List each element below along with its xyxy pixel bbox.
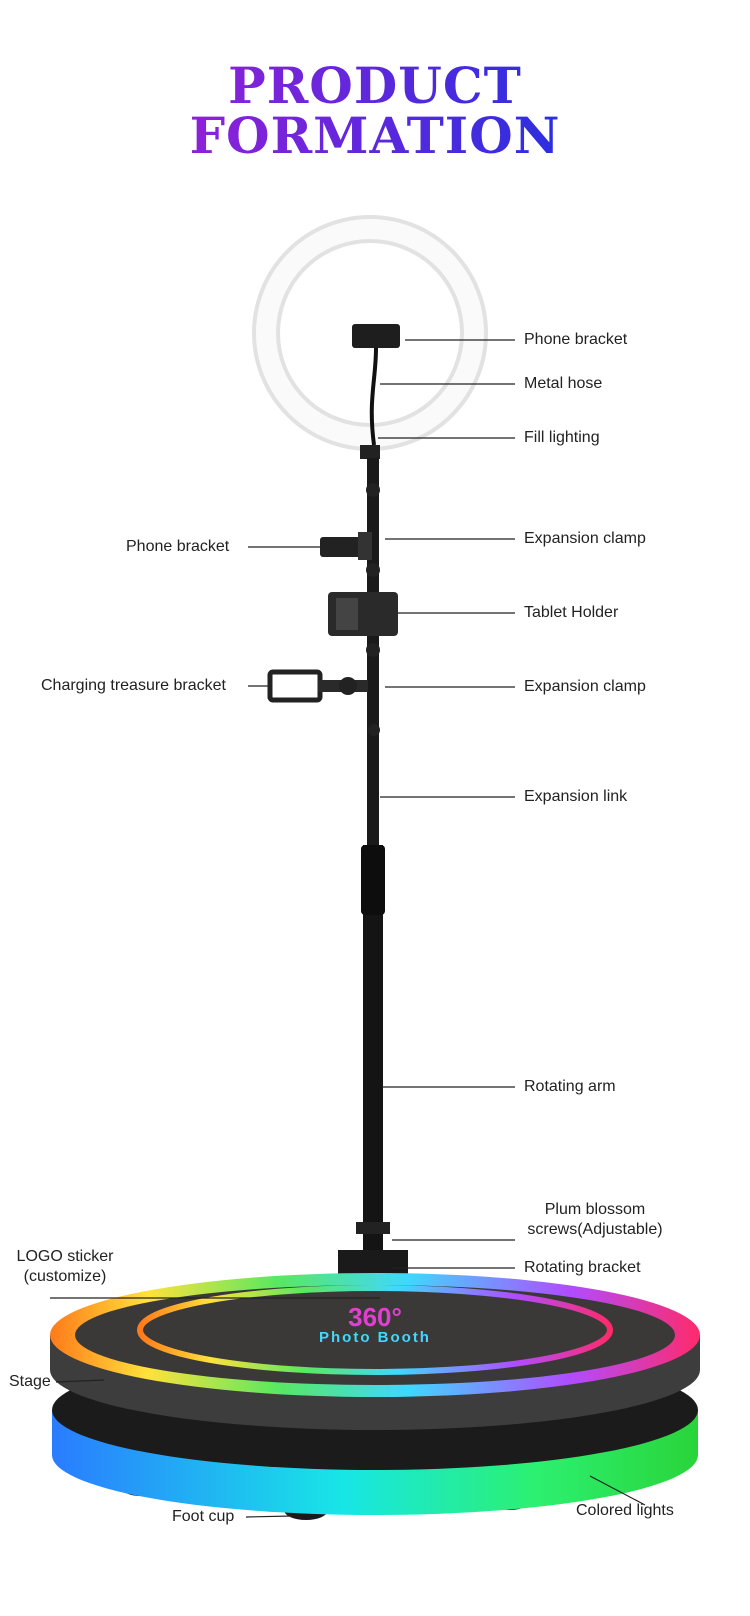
label-expansion-link: Expansion link (524, 788, 628, 805)
stage-logo-number: 360° (348, 1302, 402, 1332)
stage-logo: 360° Photo Booth (260, 1302, 490, 1346)
title-line-1: PRODUCT (0, 58, 750, 114)
label-logo-sticker-line2: (customize) (23, 1268, 107, 1285)
label-expansion-clamp-1: Expansion clamp (524, 530, 646, 547)
label-expansion-clamp-2: Expansion clamp (524, 678, 646, 695)
tablet-holder (328, 592, 398, 636)
ring-light (252, 215, 488, 459)
label-logo-sticker-line1: LOGO sticker (16, 1248, 114, 1265)
label-logo-sticker: LOGO sticker (customize) (10, 1247, 120, 1287)
rotating-platform (50, 1273, 700, 1520)
label-metal-hose: Metal hose (524, 375, 603, 392)
stage-logo-text: Photo Booth (319, 1329, 431, 1346)
label-rotating-arm: Rotating arm (524, 1078, 616, 1095)
label-phone-bracket-left: Phone bracket (126, 538, 230, 555)
label-plum-blossom: Plum blossom screws(Adjustable) (520, 1200, 670, 1240)
label-fill-lighting: Fill lighting (524, 429, 600, 446)
label-foot-cup: Foot cup (172, 1508, 235, 1525)
label-tablet-holder: Tablet Holder (524, 604, 619, 621)
label-phone-bracket-top: Phone bracket (524, 331, 628, 348)
label-plum-blossom-line1: Plum blossom (544, 1201, 646, 1218)
phone-bracket-top (352, 324, 400, 446)
charging-treasure-bracket (267, 669, 368, 703)
label-colored-lights: Colored lights (576, 1502, 674, 1519)
label-rotating-bracket: Rotating bracket (524, 1259, 641, 1276)
phone-bracket-left (320, 532, 372, 560)
leader-lines (50, 339, 646, 1518)
label-plum-blossom-line2: screws(Adjustable) (527, 1221, 663, 1238)
title-line-2: FORMATION (0, 108, 750, 164)
pole (361, 458, 385, 1250)
label-charging-treasure-bracket: Charging treasure bracket (41, 677, 226, 694)
label-stage: Stage (9, 1373, 51, 1390)
